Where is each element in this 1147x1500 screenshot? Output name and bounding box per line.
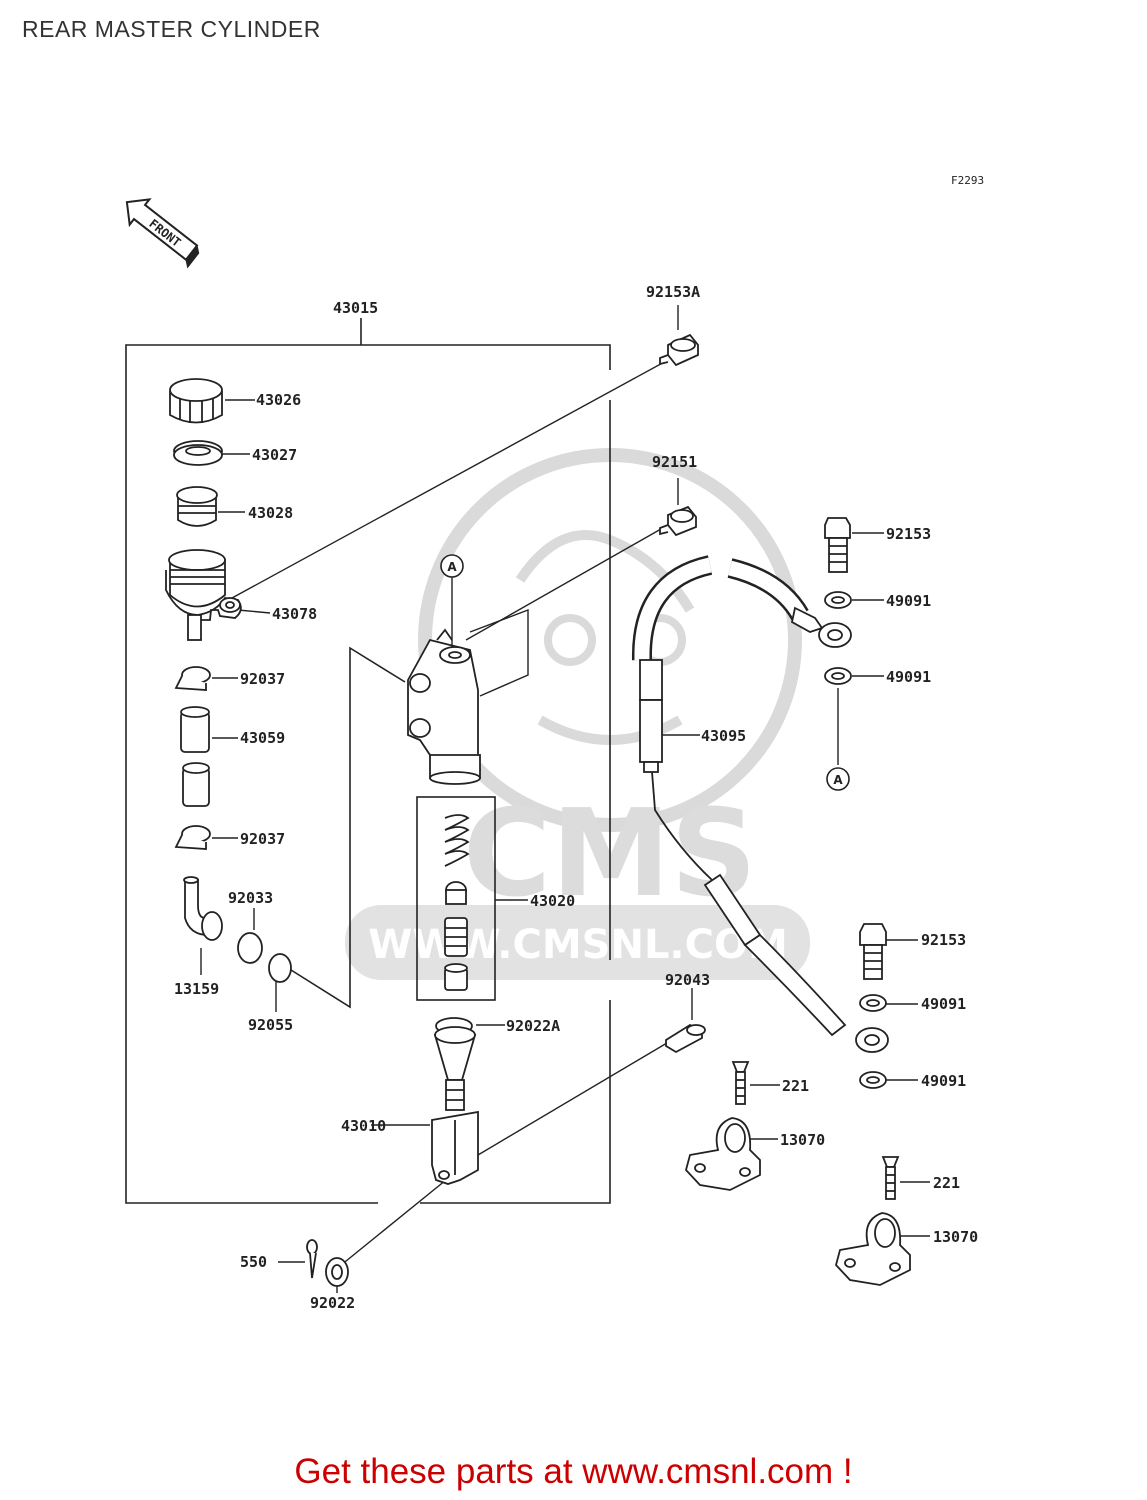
part-label-92151: 92151: [652, 453, 697, 471]
part-label-92055: 92055: [248, 1016, 293, 1034]
page-title: REAR MASTER CYLINDER: [22, 16, 321, 42]
part-label-13070-a: 13070: [780, 1131, 825, 1149]
bolt-92153a-icon: [659, 333, 699, 367]
parts-drawings: [165, 333, 911, 1287]
banjo-bolt-bottom-icon: [859, 923, 887, 980]
bolt-92151-icon: [659, 505, 697, 537]
cotter-pin-icon: [306, 1239, 318, 1279]
part-label-13070-b: 13070: [933, 1228, 978, 1246]
part-label-92153-top: 92153: [886, 525, 931, 543]
part-label-92037-a: 92037: [240, 670, 285, 688]
part-label-43015: 43015: [333, 299, 378, 317]
circlip-icon: [237, 932, 263, 964]
part-label-221-b: 221: [933, 1174, 960, 1192]
diagram-code: F2293: [951, 174, 984, 187]
part-label-49091-c: 49091: [921, 995, 966, 1013]
part-label-92022: 92022: [310, 1294, 355, 1312]
part-label-43026: 43026: [256, 391, 301, 409]
ref-marker-a-top: A: [440, 554, 464, 578]
screw-icon: [731, 1061, 900, 1200]
front-arrow-icon: FRONT: [125, 198, 200, 269]
ref-marker-a-bottom-label: A: [833, 773, 843, 787]
clevis-pin-icon: [665, 1023, 706, 1054]
part-label-92033: 92033: [228, 889, 273, 907]
diaphragm-icon: [176, 486, 218, 527]
part-label-43010: 43010: [341, 1117, 386, 1135]
part-label-221-a: 221: [782, 1077, 809, 1095]
part-label-43020: 43020: [530, 892, 575, 910]
washer-92022-icon: [325, 1257, 349, 1287]
part-label-49091-d: 49091: [921, 1072, 966, 1090]
sealing-washer-icon: [824, 591, 887, 1089]
part-label-43095: 43095: [701, 727, 746, 745]
reservoir-icon: [165, 549, 242, 641]
push-rod-icon: [431, 1026, 479, 1185]
leader-lines: [200, 305, 930, 1293]
piston-kit-icon: [444, 814, 470, 991]
part-label-43028: 43028: [248, 504, 293, 522]
reservoir-hose-icon: [180, 706, 210, 807]
assembly-bracket: [125, 318, 611, 1204]
o-ring-icon: [268, 953, 292, 983]
part-label-43078: 43078: [272, 605, 317, 623]
promo-link[interactable]: Get these parts at www.cmsnl.com !: [294, 1452, 853, 1491]
part-label-92153-bottom: 92153: [921, 931, 966, 949]
part-label-43059: 43059: [240, 729, 285, 747]
hose-guide-icon: [685, 1117, 911, 1286]
part-label-92153a: 92153A: [646, 283, 700, 301]
part-label-92022a: 92022A: [506, 1017, 560, 1035]
hose-clamp-icon: [174, 666, 211, 691]
part-label-43027: 43027: [252, 446, 297, 464]
ref-marker-a-top-label: A: [447, 560, 457, 574]
part-label-550: 550: [240, 1253, 267, 1271]
diaphragm-plate-icon: [173, 440, 223, 466]
reservoir-cap-icon: [169, 378, 223, 424]
master-cylinder-body-icon: [407, 628, 482, 785]
watermark-url: WWW.CMSNL.COM: [368, 922, 788, 968]
banjo-bolt-top-icon: [824, 517, 851, 573]
part-label-49091-a: 49091: [886, 592, 931, 610]
part-label-49091-b: 49091: [886, 668, 931, 686]
parts-diagram: CMS WWW.CMSNL.COM F2293 FRONT: [125, 174, 984, 1312]
part-label-92037-b: 92037: [240, 830, 285, 848]
brake-hose-icon: [631, 555, 889, 1053]
ref-marker-a-bottom: A: [826, 767, 850, 791]
part-label-92043: 92043: [665, 971, 710, 989]
part-labels: 43015 92153A 43026 43027 43028 43078 921…: [174, 283, 978, 1312]
part-label-13159: 13159: [174, 980, 219, 998]
hose-elbow-icon: [183, 876, 223, 941]
hose-clamp-icon-2: [174, 825, 211, 850]
